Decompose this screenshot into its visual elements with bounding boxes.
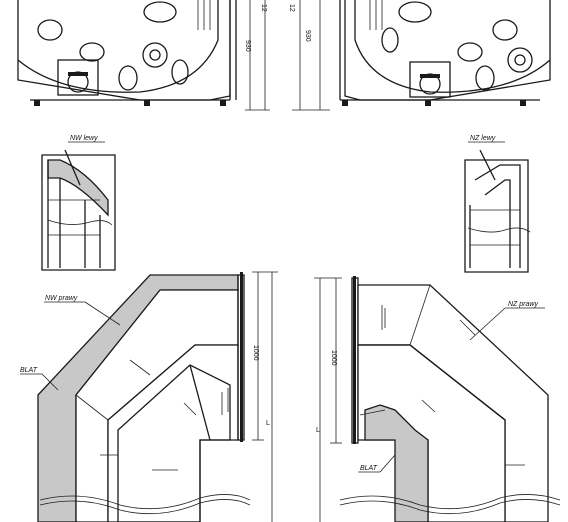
dim-930-left: 930	[244, 40, 251, 52]
dim-L-left: L	[266, 420, 270, 427]
nw-lewy-plan: NW lewy	[41, 135, 116, 271]
label-nz-prawy: NZ prawy	[508, 301, 538, 308]
dim-1000-left: 1000	[252, 345, 259, 361]
nz-lewy-plan: NZ lewy	[464, 135, 531, 273]
top-right-side-view: 930 12	[288, 0, 551, 111]
dim-12-left: 12	[260, 4, 267, 12]
label-nz-lewy: NZ lewy	[470, 135, 496, 142]
dim-12-right: 12	[288, 4, 295, 12]
dim-930-right: 930	[304, 30, 311, 42]
top-left-side-view: 930 12	[17, 0, 270, 111]
dim-1000-right: 1000	[330, 350, 337, 366]
label-nw-lewy: NW lewy	[70, 135, 98, 142]
dim-L-right: L	[316, 427, 320, 434]
nz-prawy-plan: 1000 L NZ prawy BLAT	[314, 276, 561, 522]
label-nw-prawy: NW prawy	[45, 295, 78, 302]
label-blat-right: BLAT	[360, 465, 378, 472]
nw-prawy-plan: 1000 L NW prawy BLAT	[20, 271, 278, 522]
label-blat-left: BLAT	[20, 367, 38, 374]
